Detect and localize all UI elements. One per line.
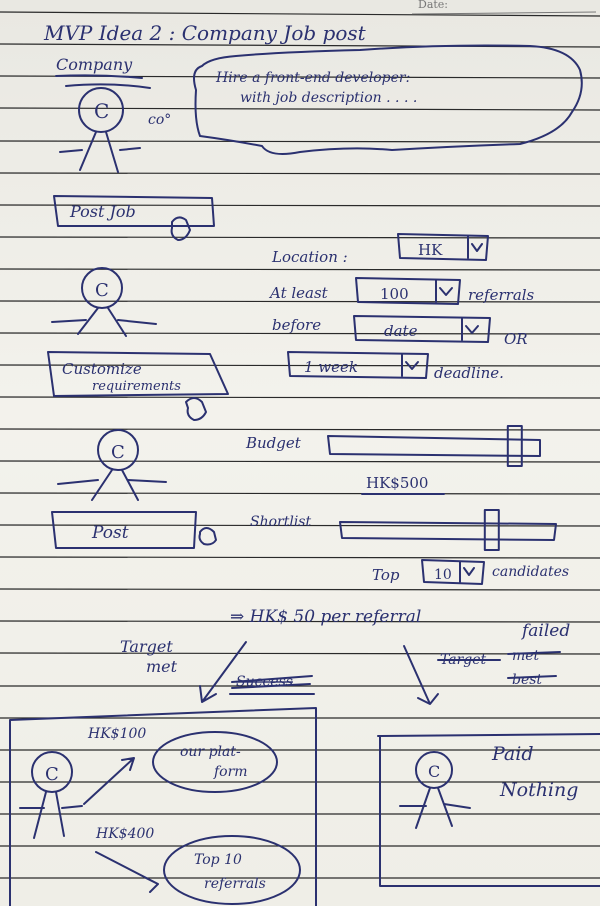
top-label: Top	[372, 566, 400, 584]
thought-dots: co°	[148, 112, 171, 128]
hand-cursor-icon	[170, 216, 191, 241]
stick-figure-company: C	[57, 429, 167, 501]
referrals-count-value: 100	[380, 285, 409, 303]
chevron-down-icon	[467, 235, 483, 259]
company-label: Company	[56, 55, 133, 74]
chevron-down-icon	[461, 317, 479, 341]
before-label: before	[272, 316, 321, 334]
post-job-button[interactable]: Post Job	[53, 195, 215, 227]
result-target-failed: C Paid Nothing	[377, 733, 600, 887]
person-letter: C	[95, 280, 109, 301]
chevron-down-icon	[401, 353, 419, 377]
hand-cursor-icon	[198, 527, 217, 546]
person-letter: C	[111, 442, 125, 463]
customize-requirements-button[interactable]: Customize requirements	[47, 351, 229, 397]
failed-label: failed	[520, 621, 570, 641]
referrals-label: referrals	[468, 286, 535, 304]
platform-line2: form	[213, 764, 248, 780]
scene-customize-requirements: C Location : HK At least 100 referrals b…	[47, 233, 535, 421]
customize-label-line2: requirements	[92, 379, 181, 394]
location-label: Location :	[271, 248, 348, 266]
chevron-down-icon	[459, 561, 475, 583]
top-count-value: 10	[434, 567, 452, 583]
date-dropdown[interactable]: date	[353, 315, 491, 343]
date-value: date	[384, 322, 418, 340]
budget-slider[interactable]	[327, 425, 541, 467]
speech-bubble	[193, 44, 583, 155]
stick-figure-company: C	[59, 87, 141, 173]
location-dropdown[interactable]: HK	[397, 233, 489, 261]
stick-figure-company: C	[19, 751, 83, 839]
person-letter: C	[45, 764, 59, 785]
rate-text: ⇒ HK$ 50 per referral	[230, 607, 421, 627]
best-struck: best	[512, 672, 542, 688]
result-target-met: C HK$100 our plat- form HK$400 Top 10 re…	[9, 707, 317, 906]
post-label: Post	[91, 523, 129, 543]
ruled-lines	[0, 11, 600, 879]
fee-referrals: HK$400	[95, 826, 154, 842]
bubble-text-line2: with job description . . . .	[240, 90, 417, 106]
budget-label: Budget	[245, 434, 302, 452]
customize-label-line1: Customize	[62, 360, 142, 378]
budget-value: HK$500	[366, 474, 428, 492]
stick-figure-company: C	[51, 267, 157, 337]
referrals-line2: referrals	[204, 876, 266, 892]
chevron-down-icon	[435, 279, 453, 303]
post-job-label: Post Job	[69, 202, 136, 221]
bubble-text-line1: Hire a front-end developer:	[215, 70, 410, 86]
referrals-bubble	[163, 835, 301, 905]
post-button[interactable]: Post	[51, 511, 197, 549]
scene-company-idea: Company C co° Hire a front-end developer…	[53, 44, 583, 241]
person-letter: C	[94, 99, 109, 123]
target-met-line2: met	[146, 657, 178, 676]
fee-platform: HK$100	[87, 726, 146, 742]
referrals-count-dropdown[interactable]: 100	[355, 277, 461, 305]
person-letter: C	[428, 762, 440, 781]
location-value: HK	[418, 241, 443, 259]
paid-line1: Paid	[491, 743, 534, 765]
target-met-line1: Target	[120, 637, 173, 656]
deadline-label: deadline.	[434, 364, 504, 382]
week-dropdown[interactable]: 1 week	[287, 351, 429, 379]
arrow-to-failed	[403, 645, 439, 705]
page-title: MVP Idea 2 : Company Job post	[43, 21, 367, 45]
top-count-dropdown[interactable]: 10	[421, 559, 485, 585]
outcome-section: ⇒ HK$ 50 per referral Target met Success…	[120, 607, 570, 705]
week-value: 1 week	[304, 358, 358, 376]
hand-cursor-icon	[185, 397, 207, 421]
referrals-line1: Top 10	[194, 852, 242, 868]
platform-bubble	[152, 731, 278, 793]
met-struck: met	[512, 648, 540, 664]
arrow-platform	[83, 757, 135, 805]
at-least-label: At least	[268, 284, 329, 302]
shortlist-label: Shortlist	[250, 514, 311, 530]
budget-slider-handle[interactable]	[506, 425, 523, 467]
or-label: OR	[504, 330, 528, 348]
candidates-label: candidates	[492, 564, 569, 580]
paid-line2: Nothing	[499, 779, 578, 801]
shortlist-slider-handle[interactable]	[483, 509, 500, 551]
arrow-to-met	[199, 641, 247, 703]
stick-figure-company: C	[399, 751, 471, 829]
arrow-referrals	[95, 851, 159, 893]
date-label: Date:	[418, 0, 448, 11]
scene-budget-shortlist: C Budget HK$500 Shortlist Top 10 candida…	[51, 425, 569, 585]
platform-line1: our plat-	[180, 744, 241, 760]
shortlist-slider[interactable]	[339, 509, 557, 551]
